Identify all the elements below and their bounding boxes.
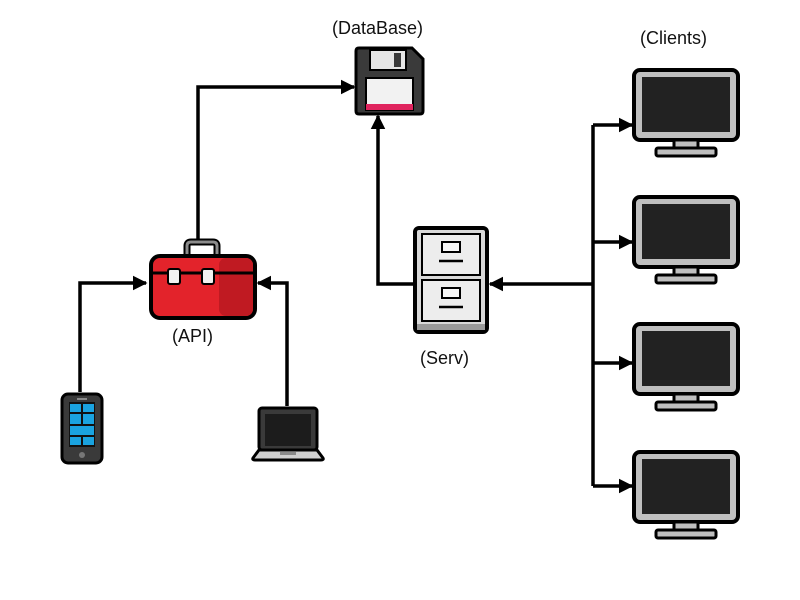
edge-phone-to-api bbox=[78, 275, 148, 392]
smartphone-icon bbox=[60, 392, 104, 465]
connectors bbox=[78, 79, 634, 494]
clients-label: (Clients) bbox=[640, 28, 708, 48]
edge-serv-to-database bbox=[370, 114, 413, 286]
toolbox-icon bbox=[149, 238, 257, 320]
api-label: (API) bbox=[172, 326, 214, 346]
monitor-icon bbox=[632, 195, 740, 285]
database-label: (DataBase) bbox=[332, 18, 424, 38]
laptop-icon bbox=[251, 406, 325, 462]
serv-label: (Serv) bbox=[420, 348, 469, 368]
edge-api-to-database bbox=[196, 79, 356, 240]
monitor-icon bbox=[632, 68, 740, 158]
file-cabinet-icon bbox=[413, 226, 489, 334]
monitor-icon bbox=[632, 322, 740, 412]
edge-laptop-to-api bbox=[256, 275, 289, 406]
floppy-disk-icon bbox=[354, 46, 425, 116]
monitor-icon bbox=[632, 450, 740, 540]
